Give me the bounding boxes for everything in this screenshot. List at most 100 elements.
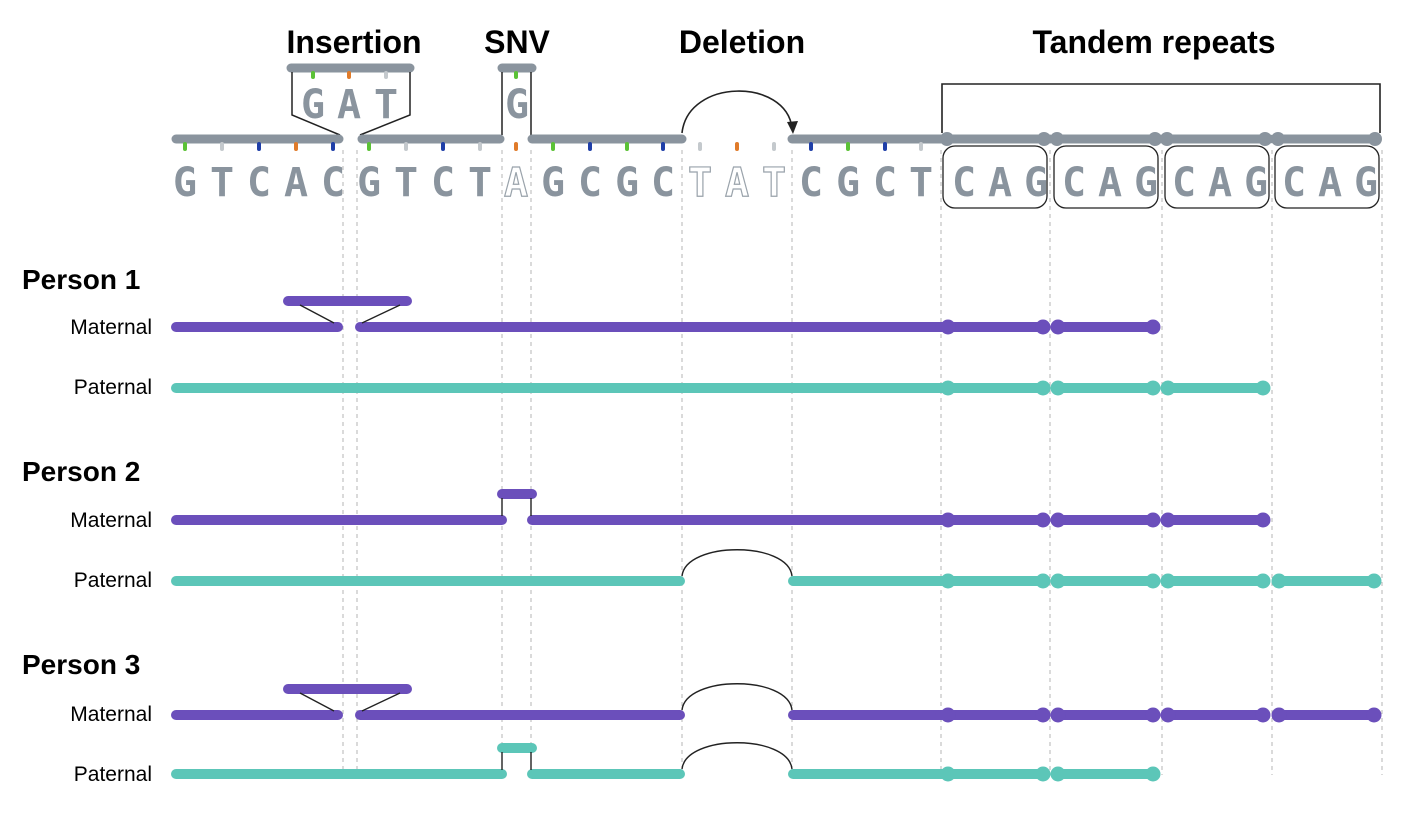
reference-base-letter: T [909,160,933,206]
person-2-maternal-label: Maternal [70,509,152,532]
repeat-unit-dot [1035,573,1051,589]
repeat-unit-dot [1035,512,1051,528]
reference-base-letter: A [284,160,308,206]
reference-bar-dots [940,132,1382,146]
reference-base-letter: A [725,160,749,206]
repeat-unit-dot [1145,512,1161,528]
reference-base-letter: G [173,160,197,206]
reference-base-letter: T [468,160,492,206]
reference-base-letter: G [836,160,860,206]
variant-connector [501,752,532,770]
variant-connector [681,742,793,770]
svg-text:A: A [337,82,361,128]
insertion-ref-ticks [311,71,388,79]
person-3-label: Person 3 [22,649,140,680]
reference-base-letter: C [431,160,455,206]
reference-base-letter: G [1244,160,1268,206]
reference-base-letter: A [1098,160,1122,206]
snv-ref-base: G [505,82,529,128]
svg-text:T: T [374,82,398,128]
repeat-unit-dot [1271,573,1287,589]
repeat-unit-dot [1160,707,1176,723]
repeat-unit-dot [1035,380,1051,396]
reference-base-letter: C [247,160,271,206]
repeat-unit-dot [1145,380,1161,396]
person-3-maternal-label: Maternal [70,703,152,726]
repeat-unit-dot [1050,707,1066,723]
reference-base-letter: A [1318,160,1342,206]
variant-connector [299,692,401,712]
guide-lines [342,150,1383,775]
repeat-unit-dot [1145,573,1161,589]
reference-base-letter: T [210,160,234,206]
repeat-unit-dot [1050,766,1066,782]
person-1-label: Person 1 [22,264,140,295]
reference-base-letter: T [762,160,786,206]
deletion-arrowhead [787,121,798,134]
repeat-unit-dot [1160,573,1176,589]
deletion-arc [681,90,793,134]
reference-base-letter: G [1134,160,1158,206]
repeat-unit-dot [1366,707,1382,723]
person-2-paternal-label: Paternal [74,569,152,592]
reference-base-letter: A [988,160,1012,206]
repeat-unit-dot [1050,573,1066,589]
reference-base-letter: C [578,160,602,206]
repeat-unit-dot [1145,319,1161,335]
variant-connector [501,498,532,516]
repeat-unit-dot [1145,707,1161,723]
repeat-unit-dot [1035,766,1051,782]
reference-base-letter: C [651,160,675,206]
insertion-header: Insertion [286,24,421,60]
repeat-unit-dot [1050,512,1066,528]
reference-base-letter: C [1282,160,1306,206]
reference-base-letter: T [688,160,712,206]
reference-base-letter: G [615,160,639,206]
reference-base-letter: C [1172,160,1196,206]
tandem-bracket [941,83,1381,133]
repeat-unit-dot [1255,380,1271,396]
snv-header: SNV [484,24,550,60]
repeat-unit-dot [1160,512,1176,528]
repeat-unit-dot [1366,573,1382,589]
variant-connector [299,304,401,324]
person-3-paternal-label: Paternal [74,763,152,786]
repeat-unit-dot [1035,707,1051,723]
reference-base-letter: C [1062,160,1086,206]
variant-connector [681,549,793,577]
repeat-unit-dot [1255,707,1271,723]
reference-base-letter: C [873,160,897,206]
deletion-header: Deletion [679,24,805,60]
repeat-unit-dot [1035,319,1051,335]
insertion-ref-bases: G A T [301,82,398,128]
repeat-unit-dot [1050,380,1066,396]
insertion-ref-connectors [291,72,411,136]
person-2-label: Person 2 [22,456,140,487]
reference-base-letter: A [1208,160,1232,206]
reference-base-letter: G [1354,160,1378,206]
repeat-unit-dot [1255,512,1271,528]
tandem-repeats-header: Tandem repeats [1032,24,1275,60]
repeat-unit-dot [1255,573,1271,589]
reference-base-letter: C [952,160,976,206]
repeat-unit-dot [1050,319,1066,335]
svg-text:G: G [301,82,325,128]
reference-base-letter: G [1024,160,1048,206]
reference-base-letter: G [357,160,381,206]
haplotype-tracks [171,296,1382,782]
repeat-unit-dot [1145,766,1161,782]
reference-base-letter: C [321,160,345,206]
variant-connector [681,683,793,711]
person-1-maternal-label: Maternal [70,316,152,339]
repeat-boxes [942,145,1380,209]
snv-ref-connectors [501,72,532,135]
reference-base-letter: C [799,160,823,206]
repeat-unit-dot [1271,707,1287,723]
reference-base-letter: A [504,160,528,206]
person-1-paternal-label: Paternal [74,376,152,399]
reference-base-letter: G [541,160,565,206]
reference-base-letter: T [394,160,418,206]
repeat-unit-dot [1160,380,1176,396]
